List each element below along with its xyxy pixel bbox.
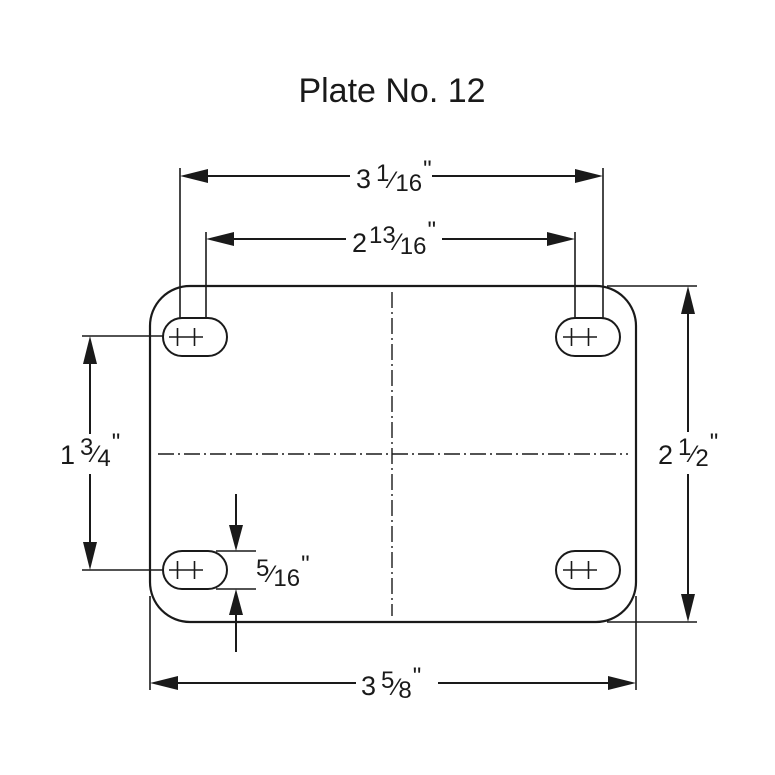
dimension-hole-span-inner	[205, 222, 576, 318]
plate-title: Plate No. 12	[298, 72, 485, 110]
dimension-hole-span-vertical	[56, 335, 163, 571]
dimension-hole-span-outer	[179, 160, 604, 318]
plate-outline	[148, 284, 638, 624]
dimension-label-slot-width: 5⁄16"	[256, 551, 310, 592]
dimension-slot-width	[216, 494, 256, 652]
slot-top-left	[162, 317, 228, 357]
slot-bottom-left	[162, 550, 228, 590]
slot-bottom-right	[555, 550, 621, 590]
dimension-plate-width	[149, 596, 637, 700]
slot-top-right	[555, 317, 621, 357]
dimension-plate-height	[607, 285, 730, 623]
